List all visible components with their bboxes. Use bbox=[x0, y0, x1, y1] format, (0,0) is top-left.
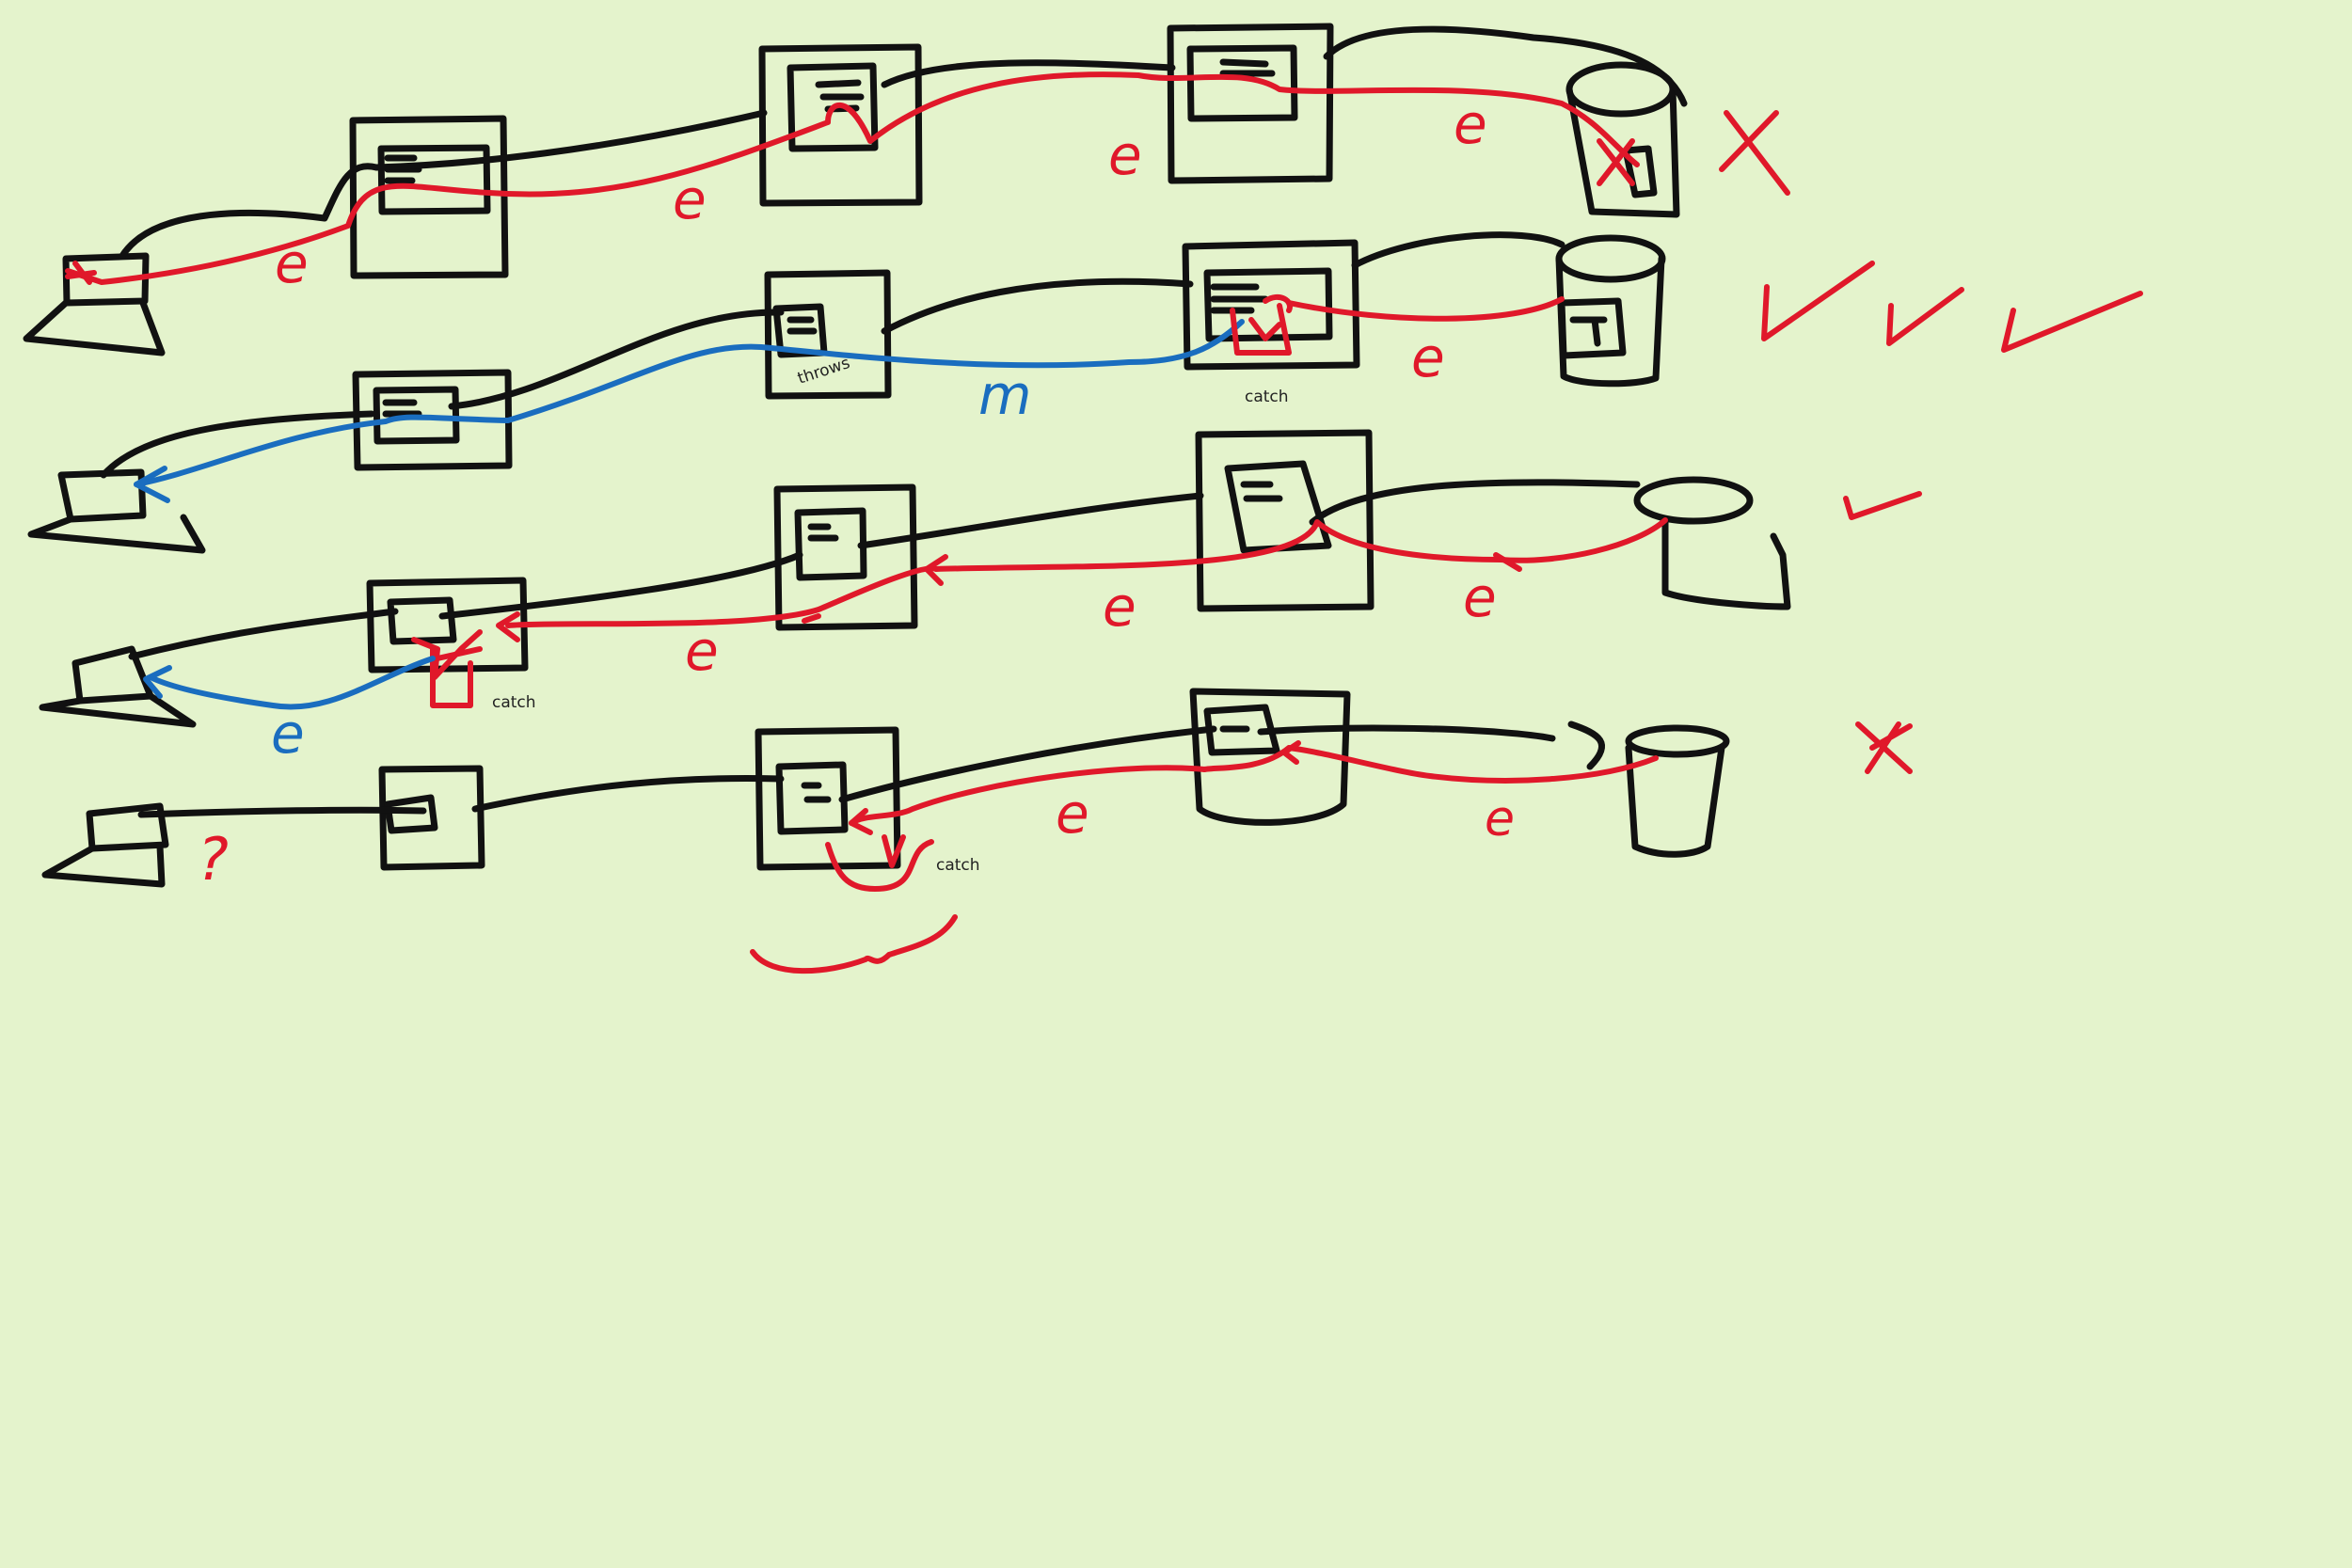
row-1: e e e e bbox=[23, 23, 1790, 356]
error-label: e bbox=[1108, 123, 1142, 187]
server-box bbox=[378, 765, 485, 871]
question-mark: ? bbox=[198, 825, 229, 894]
cross-mark-icon bbox=[1855, 721, 1913, 774]
error-flow-line bbox=[65, 71, 1640, 285]
error-label: e bbox=[1463, 565, 1497, 629]
row-4: ? catch e e bbox=[41, 688, 1913, 974]
checkmark-icon bbox=[1761, 261, 1875, 341]
catch-label: catch bbox=[1245, 388, 1289, 406]
server-box bbox=[758, 43, 923, 207]
server-box bbox=[1167, 23, 1334, 184]
error-label: e bbox=[673, 167, 707, 231]
message-flow-line bbox=[134, 319, 1245, 487]
catch-label: catch bbox=[936, 856, 980, 875]
bucket-icon bbox=[1189, 688, 1351, 826]
throws-label: throws bbox=[795, 354, 852, 388]
server-box bbox=[1182, 239, 1360, 371]
row-3: catch e e e e bbox=[39, 429, 1922, 766]
message-label: m bbox=[978, 363, 1032, 427]
error-label: e bbox=[1056, 782, 1089, 846]
laptop-icon bbox=[41, 802, 169, 888]
error-label: e bbox=[1485, 791, 1515, 847]
error-label: e bbox=[1454, 92, 1487, 156]
error-label: e bbox=[1411, 325, 1445, 389]
error-label: e bbox=[271, 702, 305, 766]
server-box bbox=[755, 726, 901, 871]
checkmark-icon bbox=[1886, 287, 1964, 346]
cross-mark-icon bbox=[1719, 110, 1790, 196]
database-icon bbox=[1555, 234, 1666, 388]
database-icon bbox=[1633, 476, 1791, 610]
server-box bbox=[366, 577, 529, 673]
row-2: throws m catch e bbox=[27, 231, 2143, 554]
laptop-icon bbox=[39, 645, 197, 728]
catch-label: catch bbox=[492, 693, 536, 712]
error-flow-line bbox=[849, 745, 1659, 826]
server-box bbox=[1195, 429, 1375, 612]
checkmark-icon bbox=[2001, 291, 2143, 353]
brace-icon bbox=[750, 914, 958, 974]
database-icon bbox=[1565, 61, 1680, 218]
database-icon bbox=[1625, 724, 1730, 858]
error-label: e bbox=[275, 231, 309, 295]
laptop-icon bbox=[27, 468, 206, 554]
server-box bbox=[349, 115, 509, 279]
error-label: e bbox=[1103, 575, 1136, 639]
error-label: e bbox=[685, 619, 719, 683]
checkmark-icon bbox=[1843, 491, 1922, 520]
